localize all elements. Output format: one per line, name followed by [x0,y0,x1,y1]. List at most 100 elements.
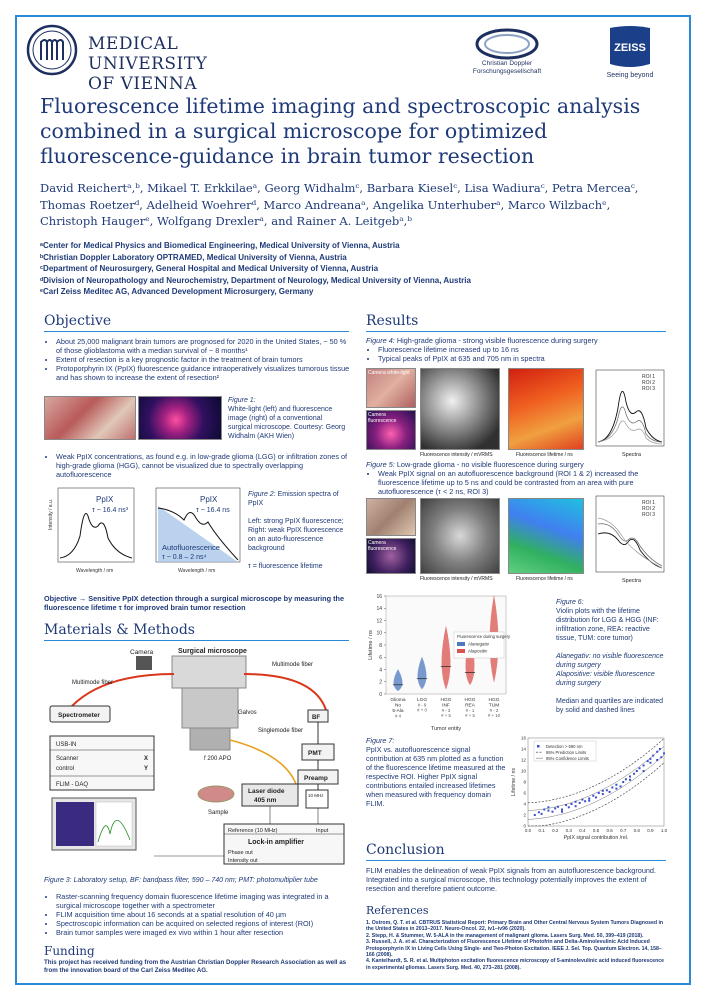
label-apo: f 200 APO [204,756,232,762]
scatter-point [656,759,659,761]
fig4-label: Figure 4: [366,336,395,345]
scatter-point [635,770,638,772]
conclusion-text: FLIM enables the delineation of weak PpI… [366,866,657,893]
methods-bullets: Raster-scanning frequency domain fluores… [44,892,354,937]
scatter-ylabel: Lifetime / ns [511,768,517,796]
fig2-caption: Figure 2: Emission spectra of PpIX Left:… [248,490,352,571]
methods-bullet: Raster-scanning frequency domain fluores… [56,892,354,910]
cdg-line2: Forschungsgesellschaft [472,68,542,75]
mu-name-line1: MEDICAL UNIVERSITY [88,34,208,74]
reference-item: 2. Stepp, H. & Stummer, W. 5-ALA in the … [366,932,644,939]
scatter-point [533,814,536,816]
violin-shape [417,656,427,690]
fig4-spectra-label: Spectra [622,452,642,458]
label-camera: Camera [130,649,154,656]
fig1-text: White-light (left) and fluorescence imag… [228,406,346,440]
methods-bullet: Brain tumor samples were imaged ex vivo … [56,928,354,937]
scatter-point [574,800,577,803]
objective-bullet: Extent of resection is a key prognostic … [56,355,354,364]
scatter-ytick-label: 14 [521,747,527,752]
scatter-ytick-label: 8 [523,780,526,785]
fig4-camera-fluo-label: Camera fluorescence [368,412,397,424]
scatter-point [601,793,604,796]
scatter-point [578,801,581,804]
scatter-xtick-label: 0.4 [579,828,586,833]
fig2-left-tau: τ ~ 16.4 ns³ [92,507,129,514]
conclusion-rule [366,860,666,861]
results-rule [366,331,666,332]
violin-count-label: # + 5 [465,713,475,718]
scatter-point [547,806,550,809]
fig2-ylabel-left: Intensity / a.u. [48,499,54,530]
scatter-point [663,752,665,755]
methods-bullet: FLIM acquisition time about 16 seconds a… [56,910,354,919]
scatter-ytick-label: 0 [523,824,526,829]
author-list: David Reichertᵃ,ᵇ, Mikael T. Erkkilaeᵃ, … [40,181,639,228]
methods-bullet: Spectroscopic information can be acquire… [56,919,354,928]
violin-shape [441,626,451,690]
fig4-spectra-plot: ROI 1 ROI 2 ROI 3 Spectra [595,369,665,458]
fig5-camera-white-light [366,498,416,536]
scatter-point [574,805,577,808]
violin-xlabel: Tumor entity [431,726,462,732]
violin-ytick-label: 16 [376,594,382,600]
fig1-label: Figure 1: [228,397,256,404]
violin-ytick-label: 8 [379,643,382,649]
fig6-alapositive: Alapositive: visible fluorescence during… [556,671,655,687]
label-reference: Reference (10 MHz) [228,828,278,834]
label-mhz: 10 MHz [308,793,324,798]
label-bf: BF [312,715,320,721]
reference-item: 3. Russell, J. A. et al. Characterizatio… [366,939,662,959]
violin-legend-entry: Alapositiv [468,649,488,654]
label-y: Y [144,766,148,772]
reference-item: 1. Ostrom, Q. T. et al. CBTRUS Statistic… [366,920,664,933]
violin-count-label: # + 0 [417,708,427,713]
violin-legend-swatch [457,649,465,653]
fig2-spectrum-strong: Intensity / a.u. Wavelength / nm PpIX τ … [48,487,135,574]
scatter-ytick-label: 6 [523,791,526,796]
fig4-roi1: ROI 1 [642,374,655,380]
label-preamp: Preamp [304,775,328,782]
scatter-point [581,798,584,801]
scatter-ytick-label: 10 [521,769,527,774]
fig3-setup-diagram: Camera Surgical microscope Multimode fib… [44,644,354,870]
fig5-intensity-map [420,498,500,574]
scatter-point [588,799,591,802]
references-list: 1. Ostrom, Q. T. et al. CBTRUS Statistic… [366,920,666,971]
label-control: control [56,766,74,772]
fig4-roi3: ROI 3 [642,386,655,392]
zeiss-logo: ZEISS Seeing beyond [590,24,670,84]
scatter-xtick-label: 0.7 [620,828,627,833]
violin-shape [393,668,403,692]
affiliation-b: ᵇChristian Doppler Laboratory OPTRAMED, … [40,252,347,262]
fig2-label: Figure 2: [248,491,276,498]
fig5-roi1: ROI 1 [642,500,655,506]
violin-count-label: # 4 [395,714,402,719]
scatter-point [622,781,625,783]
fig5-camera-fluo-label: Camera fluorescence [368,540,397,552]
label-x: X [144,756,148,762]
violin-legend-title: Fluorescence during surgery [457,634,511,639]
scatter-point [629,778,631,781]
fig4-lifetime-map [508,368,584,450]
objective-bullet: About 25,000 malignant brain tumors are … [56,337,354,355]
reference-item: 4. Kantelhardt, S. R. et al. Multiphoton… [366,958,665,971]
violin-category-label: No [395,703,401,709]
scatter-point [554,807,557,810]
scatter-point [629,775,631,778]
fig2-tau-def: τ = fluorescence lifetime [248,563,323,570]
scatter-point [652,754,655,757]
scatter-legend-entry: 95% Confidence Limits [546,756,589,761]
fig6-caption: Figure 6: Violin plots with the lifetime… [556,598,666,715]
violin-category-label: HGG [489,697,500,703]
scatter-point [633,772,636,775]
objective-summary: Objective → Sensitive PpIX detection thr… [44,594,345,612]
label-usb-in: USB-IN [56,742,76,748]
fig5-roi2: ROI 2 [642,506,655,512]
poster-title: Fluorescence lifetime imaging and spectr… [40,94,641,168]
scatter-point [584,800,587,803]
scatter-ytick-label: 4 [523,802,526,807]
scatter-xtick-label: 0.2 [552,828,559,833]
scatter-confidence-lower [527,754,665,820]
violin-category-label: INF [442,703,450,709]
